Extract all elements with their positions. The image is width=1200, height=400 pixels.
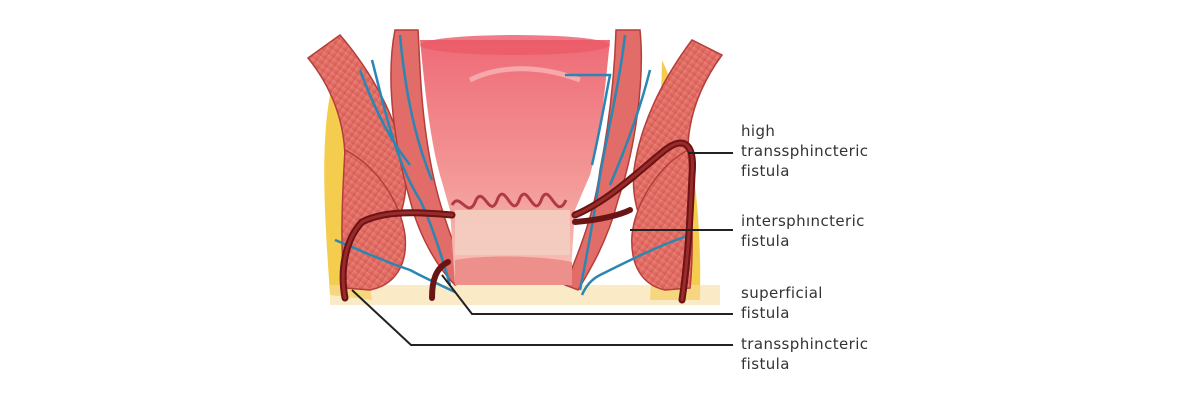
leader-lines — [351, 152, 733, 346]
leader-superficial — [441, 274, 733, 315]
label-superficial-fistula: superficial fistula — [741, 284, 823, 322]
label-high-transsphincteric-fistula: high transsphincteric fistula — [741, 122, 869, 180]
blood-vessels — [334, 34, 691, 296]
label-intersphincteric-fistula: intersphıncteric fistula — [741, 212, 865, 250]
fistula-tracts — [339, 139, 697, 304]
rectal-lumen — [420, 35, 610, 285]
label-transsphincteric-fistula: transsphincteric fistula — [741, 335, 869, 373]
right-external-sphincter — [631, 39, 724, 291]
leader-transsphincteric — [351, 289, 733, 346]
superficial-tract — [429, 259, 451, 301]
intersphincteric-tract — [572, 207, 633, 225]
